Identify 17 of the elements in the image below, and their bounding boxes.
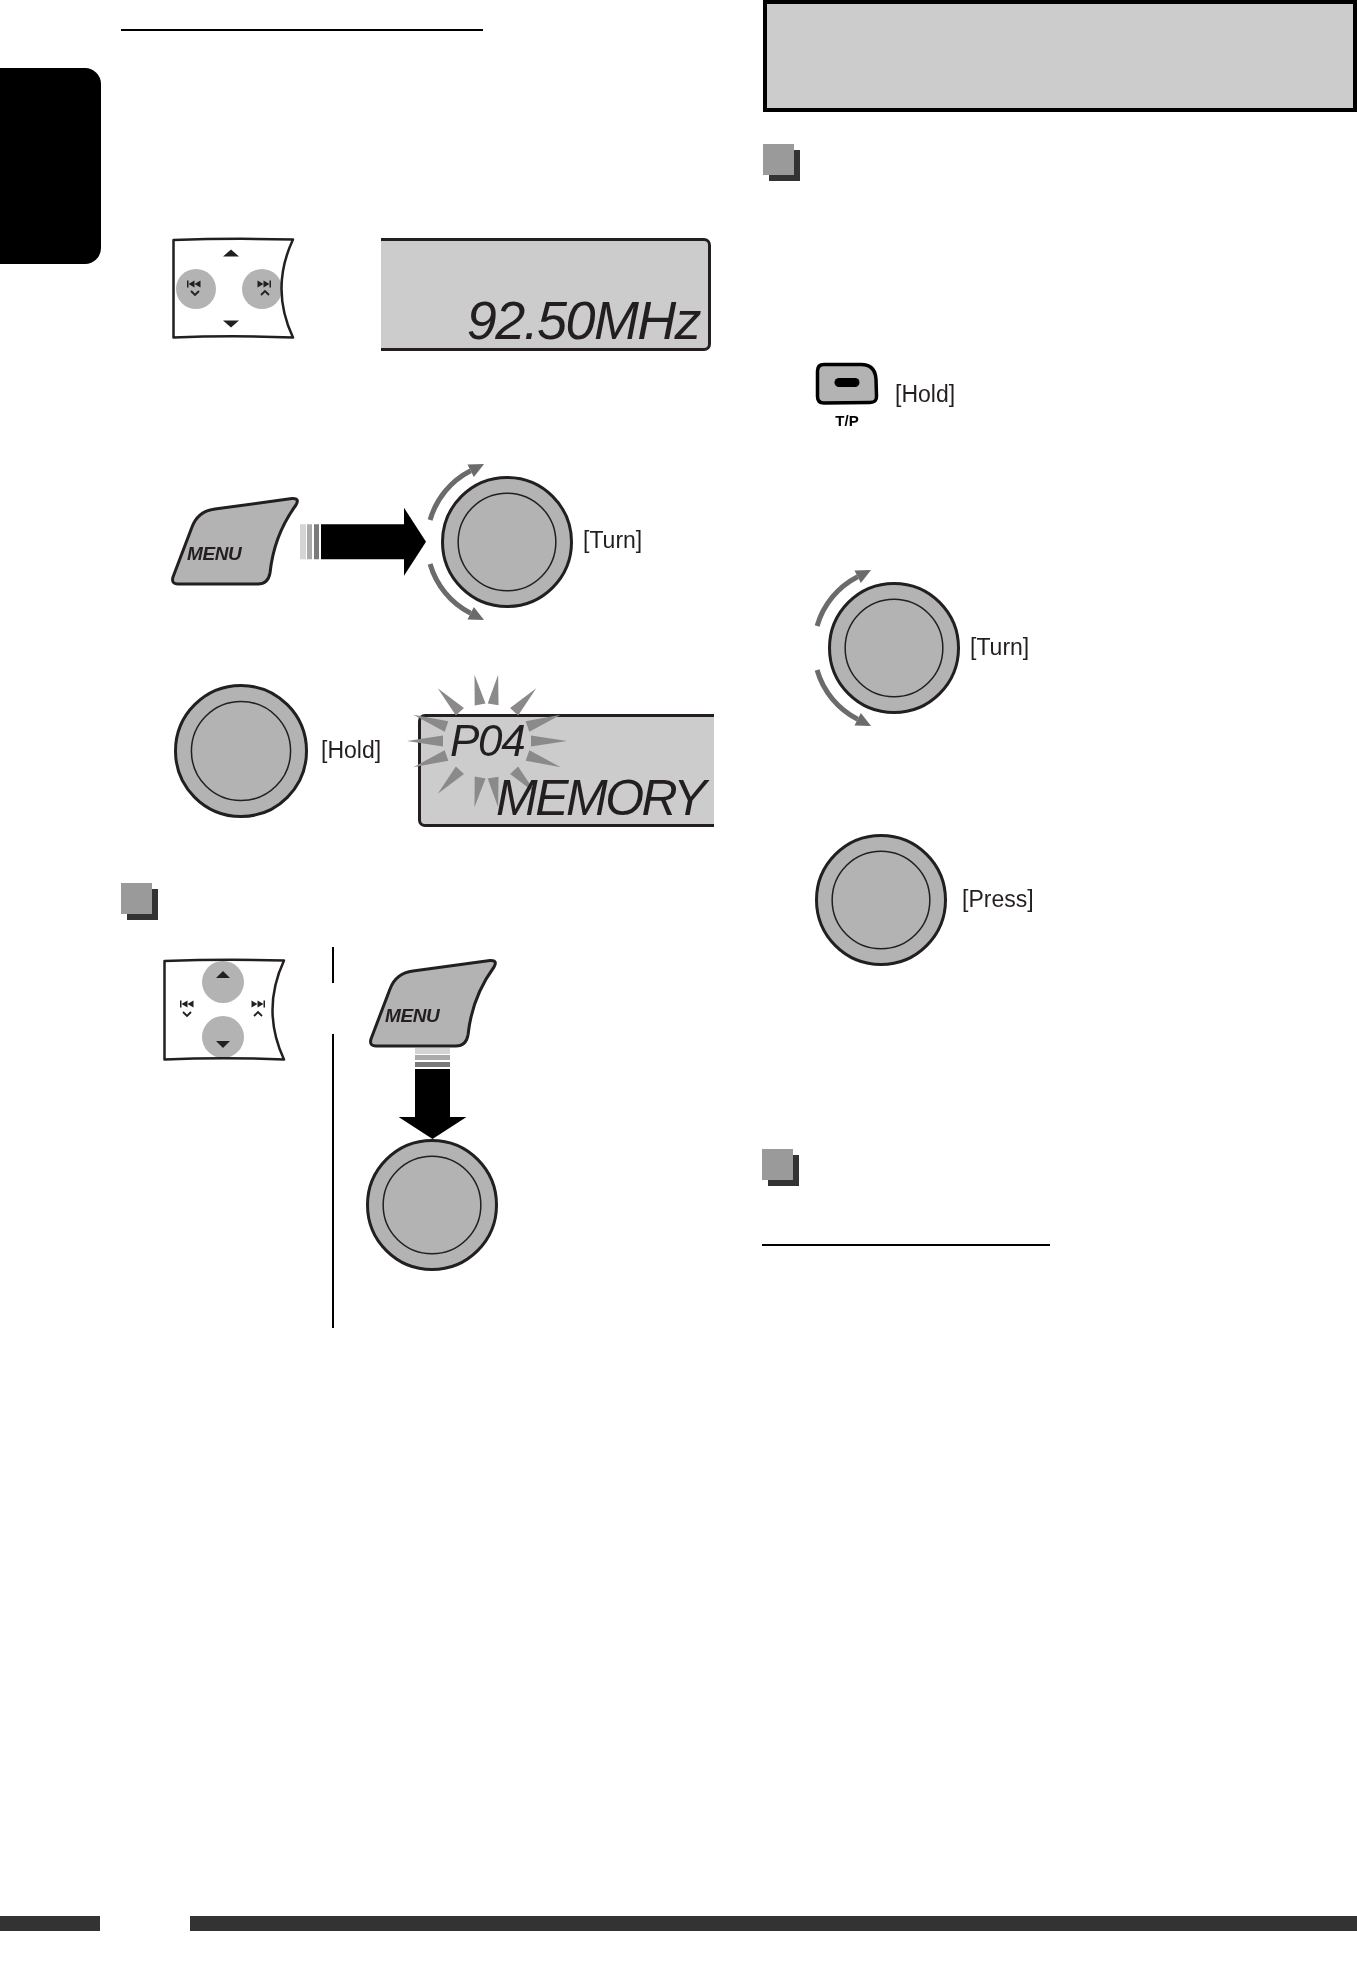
menu-button: MENU bbox=[368, 959, 498, 1048]
menu-button: MENU bbox=[170, 497, 300, 586]
rotary-knob bbox=[426, 462, 573, 622]
lcd-display bbox=[381, 238, 711, 351]
rotary-knob bbox=[366, 1139, 498, 1271]
action-label: [Hold] bbox=[895, 381, 956, 409]
action-label: [Turn] bbox=[970, 634, 1030, 662]
rotary-knob bbox=[174, 684, 308, 818]
rotary-knob bbox=[813, 568, 960, 728]
display-text: P04 bbox=[450, 719, 525, 763]
action-label: [Hold] bbox=[321, 737, 382, 765]
rotary-knob bbox=[815, 834, 947, 966]
display-text: 92.50MHz bbox=[466, 293, 700, 347]
block-arrow bbox=[398, 1048, 467, 1139]
action-label: [Turn] bbox=[583, 527, 643, 555]
action-label: [Press] bbox=[962, 886, 1034, 914]
block-arrow bbox=[300, 507, 426, 576]
